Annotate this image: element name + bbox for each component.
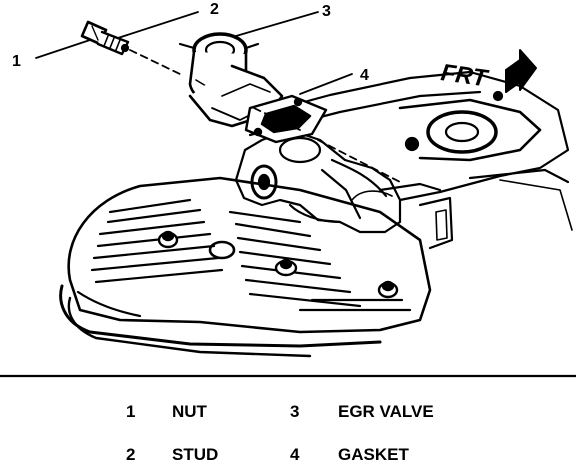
- legend-num-1: 1: [126, 402, 135, 421]
- callout-1: 1: [12, 53, 21, 70]
- gasket-part: [244, 94, 328, 144]
- valve-cover-bolts: [157, 230, 399, 299]
- callout-2: 2: [210, 1, 219, 18]
- legend-num-4: 4: [290, 445, 300, 464]
- bolt-left: [157, 230, 179, 249]
- legend-num-3: 3: [290, 402, 299, 421]
- valve-cover: [59, 176, 432, 358]
- callout-3: 3: [322, 3, 331, 20]
- bolt-right: [377, 280, 399, 299]
- assembly-centerline: [129, 49, 401, 183]
- parts-legend: 1 NUT 3 EGR VALVE 2 STUD 4 GASKET: [126, 402, 434, 464]
- legend-label-gasket: GASKET: [338, 445, 409, 464]
- legend-label-stud: STUD: [172, 445, 218, 464]
- legend-label-egr-valve: EGR VALVE: [338, 402, 434, 421]
- front-label: FRT: [439, 59, 491, 92]
- bolt-middle: [274, 258, 298, 277]
- legend-num-2: 2: [126, 445, 135, 464]
- front-arrow-icon: [505, 49, 537, 93]
- leader-lines: [35, 11, 353, 95]
- callout-4: 4: [360, 67, 369, 84]
- legend-label-nut: NUT: [172, 402, 208, 421]
- callout-labels: 1 2 3 4: [12, 1, 369, 84]
- nut-and-stud-part: [80, 20, 130, 56]
- engine-illustration: [35, 11, 573, 358]
